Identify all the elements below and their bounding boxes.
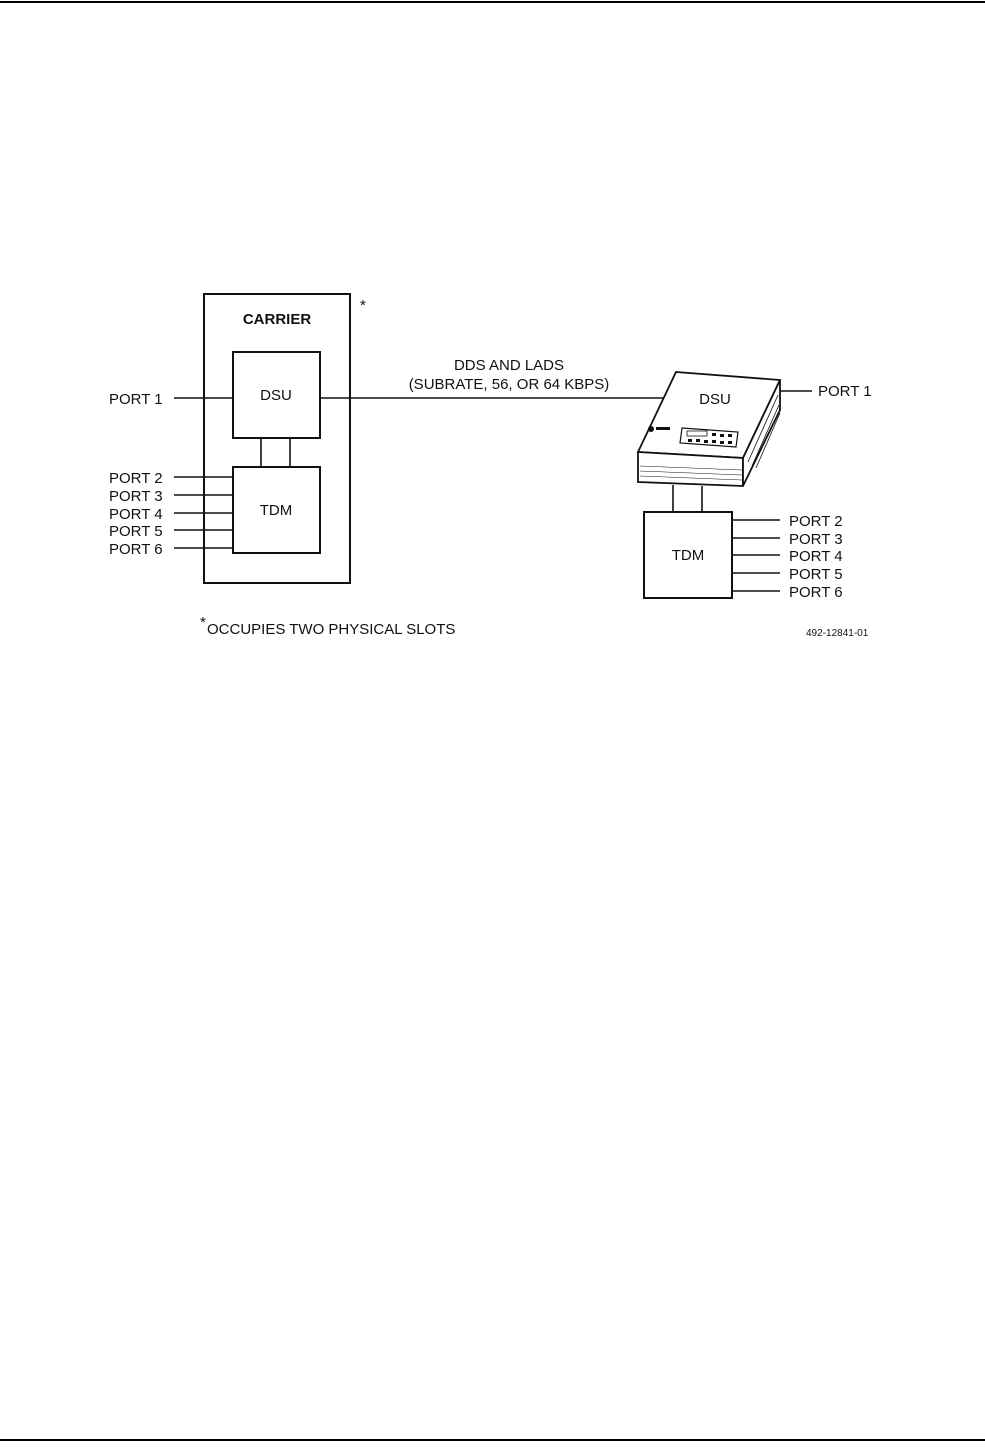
front-vent-line: [639, 470, 743, 476]
footnote-text: OCCUPIES TWO PHYSICAL SLOTS: [207, 621, 455, 638]
carrier-port-label: PORT 3: [109, 488, 163, 505]
remote-dsu-label: DSU: [699, 391, 731, 408]
remote-dsu-unit: [636, 371, 782, 487]
header-rule: [0, 1, 985, 3]
carrier-port-label: PORT 2: [109, 470, 163, 487]
vendor-logo-mark: [656, 427, 670, 430]
panel-button: [720, 434, 724, 437]
panel-button: [712, 440, 716, 443]
carrier-port-1-label: PORT 1: [109, 391, 163, 408]
front-vent-line: [639, 465, 743, 471]
remote-port-list: PORT 2 PORT 3 PORT 4 PORT 5 PORT 6: [732, 513, 843, 601]
figure-id: 492-12841-01: [806, 628, 869, 639]
panel-button: [728, 441, 732, 444]
carrier-port-label: PORT 6: [109, 541, 163, 558]
side-grille-line: [747, 394, 779, 463]
front-vent-line: [639, 475, 743, 481]
remote-port-1-label: PORT 1: [818, 383, 872, 400]
panel-button: [728, 434, 732, 437]
link-label-line2: (SUBRATE, 56, OR 64 KBPS): [409, 376, 610, 393]
display-window: [686, 430, 708, 437]
carrier-dsu-label: DSU: [260, 387, 292, 404]
remote-port-label: PORT 3: [789, 531, 843, 548]
link-label-line1: DDS AND LADS: [454, 357, 564, 374]
carrier-dsu-box: [232, 351, 321, 439]
remote-port-label: PORT 6: [789, 584, 843, 601]
carrier-asterisk: *: [360, 297, 366, 314]
panel-button: [704, 440, 708, 443]
footer-rule: [0, 1439, 985, 1441]
footnote-star: *: [200, 614, 206, 631]
panel-button: [688, 439, 692, 442]
carrier-title: CARRIER: [243, 311, 312, 328]
remote-dsu-front: [637, 451, 744, 487]
panel-button: [720, 441, 724, 444]
remote-port-label: PORT 4: [789, 548, 843, 565]
carrier-port-label: PORT 5: [109, 523, 163, 540]
remote-dsu-side: [742, 379, 781, 487]
carrier-port-label: PORT 4: [109, 506, 163, 523]
panel-button: [712, 433, 716, 436]
side-grille-line: [751, 404, 780, 467]
remote-tdm-label: TDM: [672, 547, 705, 564]
carrier-tdm-box: [232, 466, 321, 554]
side-grille-line: [755, 412, 781, 469]
vendor-logo-icon: [648, 426, 654, 432]
remote-port-label: PORT 2: [789, 513, 843, 530]
panel-button: [696, 439, 700, 442]
carrier-port-list: PORT 2 PORT 3 PORT 4 PORT 5 PORT 6: [109, 470, 233, 558]
carrier-tdm-label: TDM: [260, 502, 293, 519]
remote-port-label: PORT 5: [789, 566, 843, 583]
remote-tdm-box: [643, 511, 733, 599]
